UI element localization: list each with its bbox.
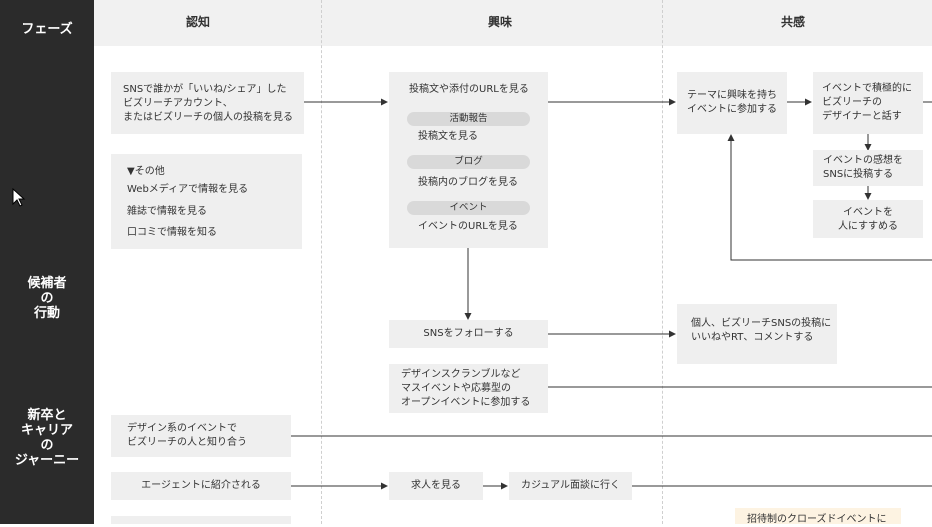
arrow-loop-back (727, 134, 932, 261)
sidebar-candidate-label: 候補者 の 行動 (27, 276, 67, 321)
card-event-talk: イベントで積極的に ビズリーチの デザイナーと話す (813, 72, 923, 134)
card-invite-event: 招待制のクローズドイベントに (735, 508, 901, 525)
header-empathy: 共感 (781, 15, 806, 29)
phase-header (94, 0, 932, 46)
card-agent: エージェントに紹介される (111, 472, 291, 500)
other-item-web: Webメディアで情報を見る (127, 184, 249, 195)
column-divider (321, 0, 322, 524)
card-cutoff (111, 516, 291, 524)
pill-blog: ブログ (407, 155, 530, 169)
card-other: ▼その他 Webメディアで情報を見る 雑誌で情報を見る 口コミで情報を知る (111, 154, 302, 249)
pill-activity-report: 活動報告 (407, 112, 530, 126)
card-event-post: イベントの感想を SNSに投稿する (813, 150, 923, 186)
other-title: ▼その他 (127, 166, 165, 177)
card-design-scramble: デザインスクランブルなど マスイベントや応募型の オープンイベントに参加する (389, 364, 548, 413)
card-sns-like: SNSで誰かが「いいね/シェア」した ビズリーチアカウント、 またはビズリーチの… (111, 72, 304, 134)
card-post-url: 投稿文や添付のURLを見る 活動報告 投稿文を見る ブログ 投稿内のブログを見る… (389, 72, 548, 248)
card-like-rt: 個人、ビズリーチSNSの投稿に いいねやRT、コメントする (677, 304, 837, 364)
card-job-view: 求人を見る (389, 472, 483, 500)
phase-sidebar: フェーズ 候補者 の 行動 新卒と キャリア の ジャーニー (0, 0, 94, 524)
header-awareness: 認知 (186, 15, 211, 29)
card-recommend: イベントを 人にすすめる (813, 200, 923, 238)
sub-view-event-url: イベントのURLを見る (418, 221, 518, 232)
sub-view-post: 投稿文を見る (418, 131, 478, 142)
sidebar-journey-label: 新卒と キャリア の ジャーニー (14, 408, 80, 468)
post-url-title: 投稿文や添付のURLを見る (409, 84, 529, 95)
column-divider (662, 0, 663, 524)
card-theme-event: テーマに興味を持ち イベントに参加する (677, 72, 787, 134)
other-item-magazine: 雑誌で情報を見る (127, 206, 207, 217)
card-casual-interview: カジュアル面談に行く (509, 472, 632, 500)
mouse-cursor-icon (12, 188, 26, 207)
pill-event: イベント (407, 201, 530, 215)
header-interest: 興味 (488, 15, 513, 29)
sub-view-blog: 投稿内のブログを見る (418, 177, 518, 188)
card-follow-sns: SNSをフォローする (389, 320, 548, 348)
other-item-word-of-mouth: 口コミで情報を知る (127, 227, 217, 238)
sidebar-phase-label: フェーズ (21, 22, 73, 37)
card-design-event: デザイン系のイベントで ビズリーチの人と知り合う (111, 415, 291, 457)
